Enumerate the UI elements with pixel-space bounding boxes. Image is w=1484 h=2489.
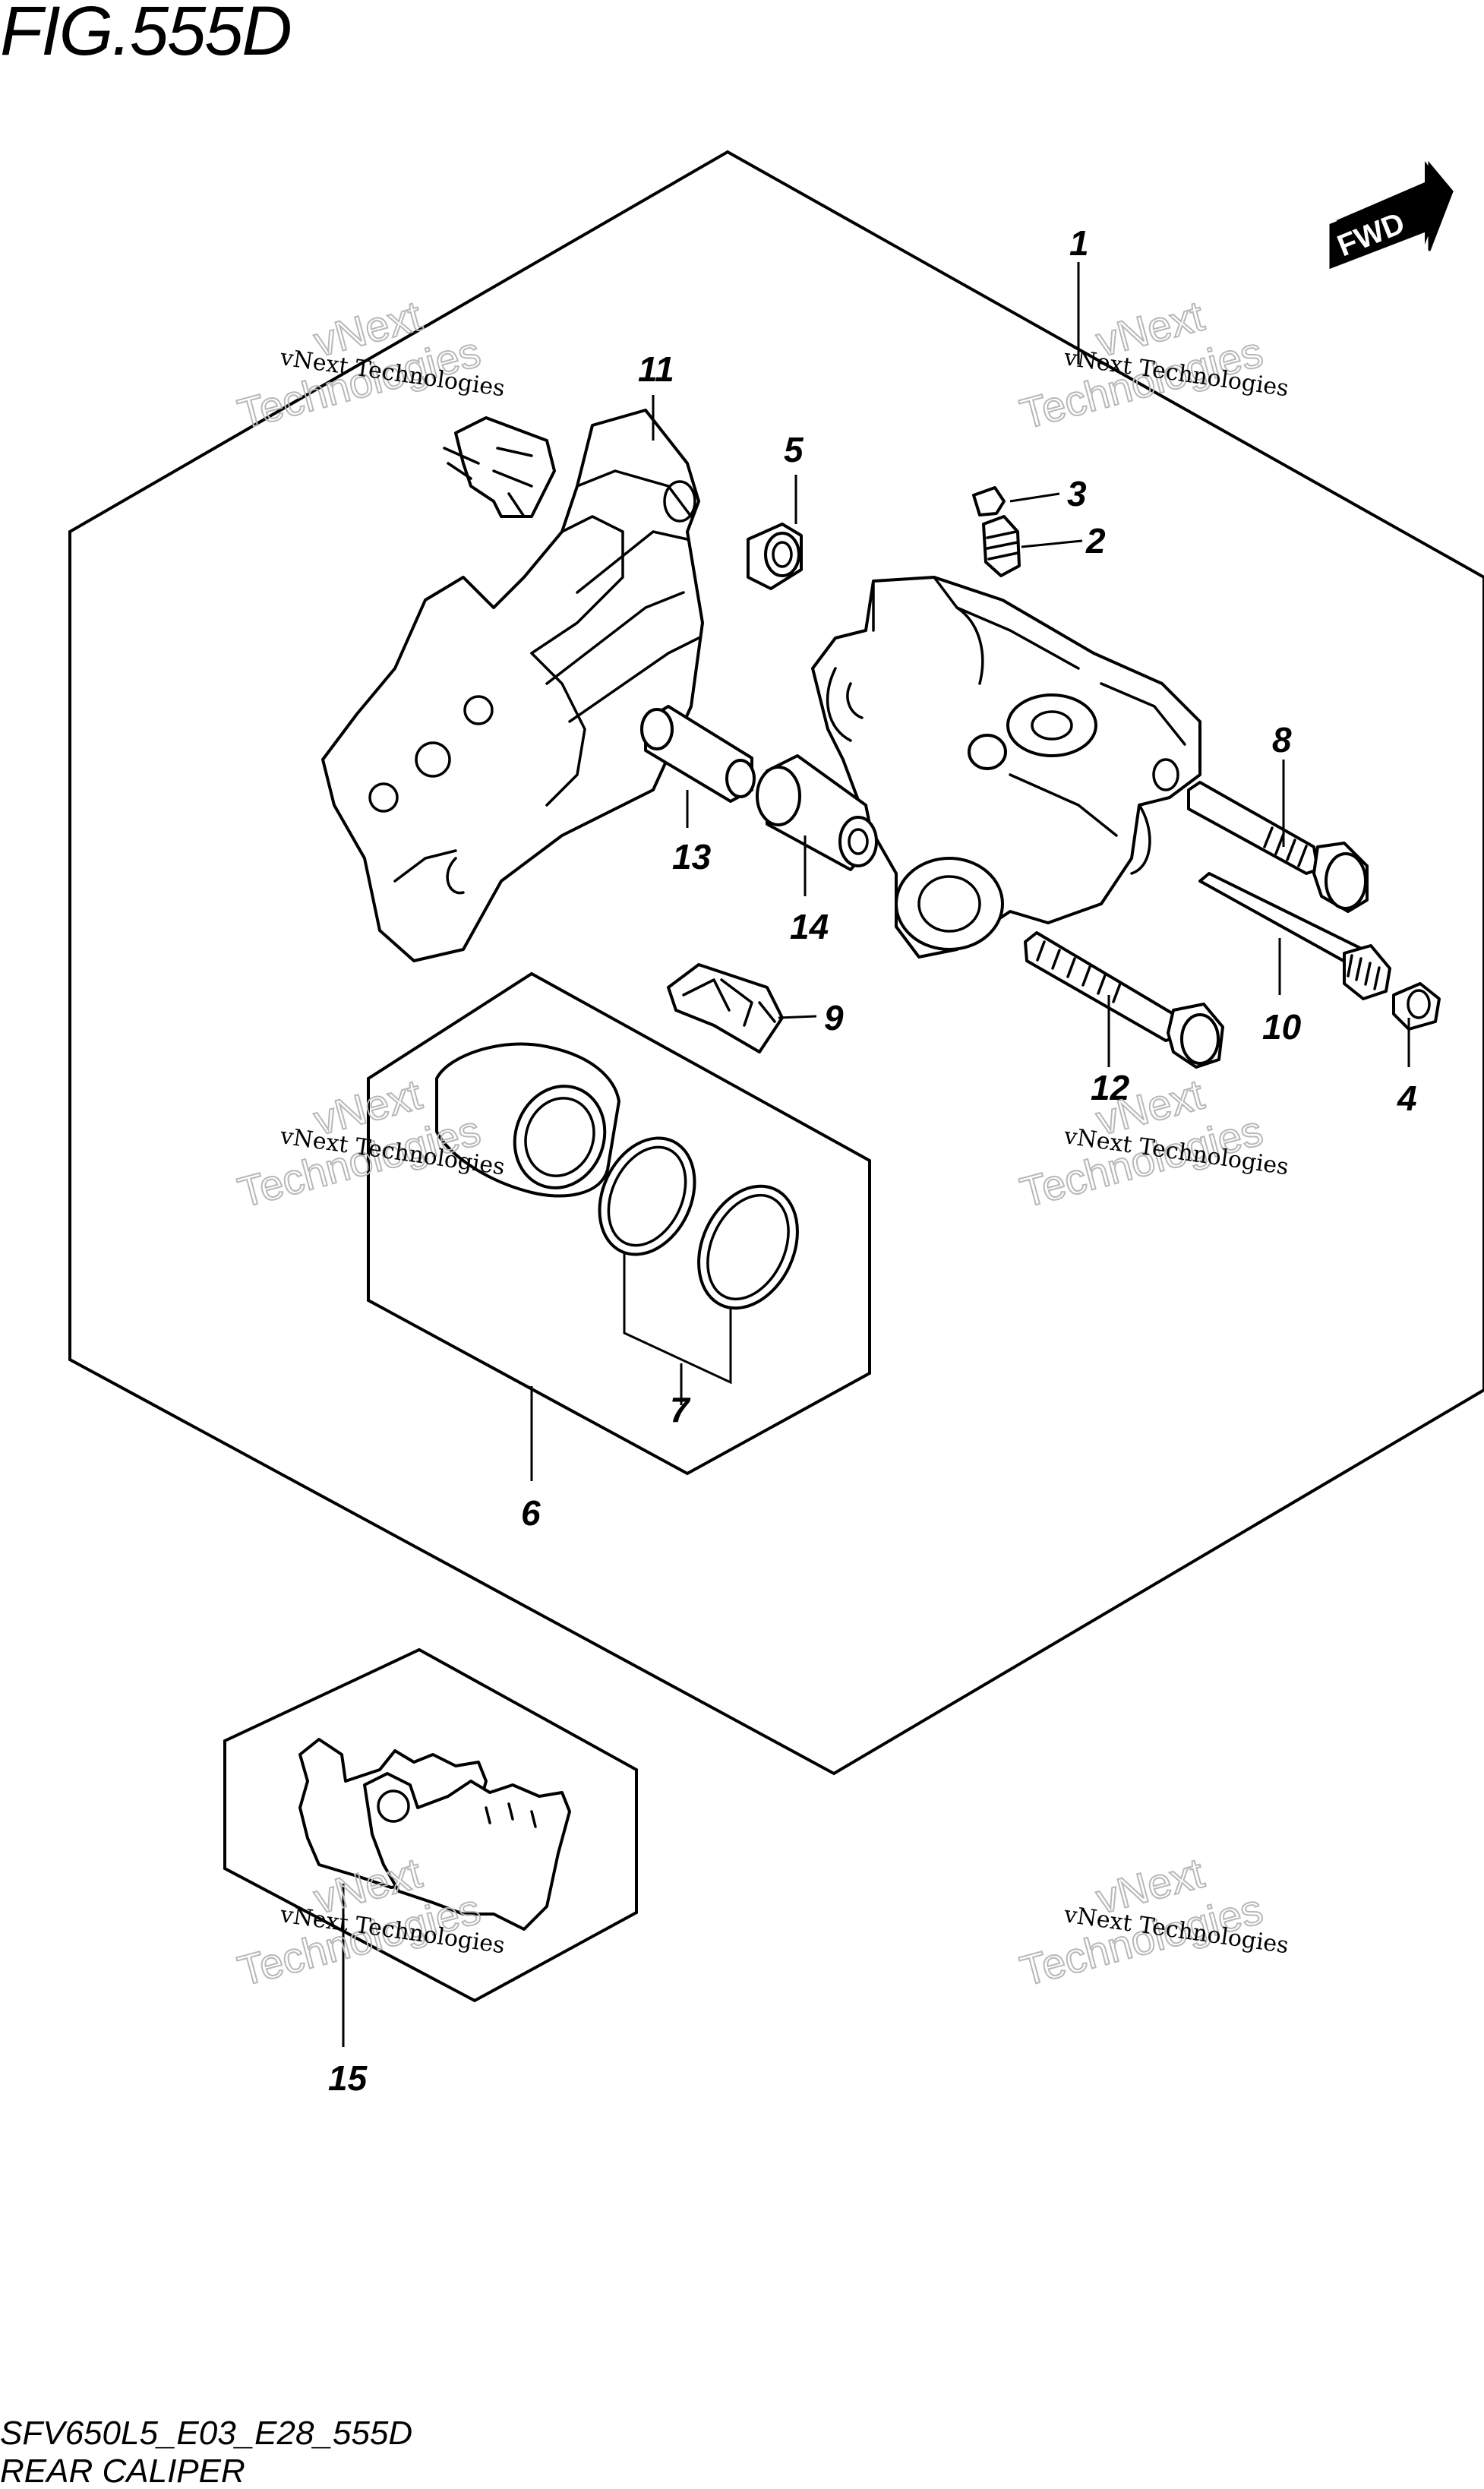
pad-spring-clip-part [443, 416, 556, 518]
bleeder-cap-part [972, 486, 1006, 516]
sleeve-boot-part [756, 754, 878, 871]
pin-bolt-part-10 [1198, 872, 1391, 1000]
caliper-bracket-part [321, 409, 704, 962]
watermark-top-left: vNext Technologies vNext Technologies [232, 291, 507, 439]
callout-9: 9 [824, 998, 844, 1038]
fwd-arrow-icon: FWD [1329, 160, 1454, 270]
callout-15: 15 [328, 2058, 368, 2098]
piston-part [435, 1042, 620, 1198]
pad-spring-part [667, 963, 784, 1053]
callout-6: 6 [521, 1493, 541, 1533]
watermark-bottom-right: vNext Technologies vNext Technologies [1015, 1848, 1290, 1996]
boot-part [747, 523, 803, 590]
bleeder-valve-part [982, 515, 1021, 577]
sleeve-part [640, 705, 756, 803]
piston-seal-part [598, 1136, 696, 1256]
dust-seal-part [697, 1184, 799, 1310]
plug-part [1392, 982, 1441, 1031]
figure-name: REAR CALIPER [0, 2453, 245, 2489]
callout-5: 5 [784, 430, 804, 469]
callout-11: 11 [638, 349, 674, 389]
leader-lines [342, 262, 1410, 2047]
brake-pad-frame [223, 1647, 638, 2003]
bolt-part-8 [1187, 781, 1369, 913]
callout-12: 12 [1091, 1068, 1130, 1107]
callout-1: 1 [1069, 223, 1089, 263]
callout-10: 10 [1262, 1007, 1302, 1047]
watermark-top-right: vNext Technologies vNext Technologies [1015, 291, 1290, 439]
callout-13: 13 [672, 837, 712, 877]
callout-2: 2 [1085, 521, 1106, 561]
callout-14: 14 [790, 907, 829, 946]
watermark-middle-right: vNext Technologies vNext Technologies [1015, 1069, 1290, 1218]
piston-kit-frame [367, 971, 871, 1476]
callout-7: 7 [670, 1390, 691, 1429]
figure-title: FIG.555D [0, 0, 291, 70]
callout-labels: 1 2 3 4 5 6 7 8 9 10 11 12 13 14 15 [328, 223, 1417, 2098]
callout-8: 8 [1272, 720, 1292, 760]
figure-code: SFV650L5_E03_E28_555D [0, 2415, 412, 2452]
callout-4: 4 [1397, 1079, 1417, 1118]
assembly-frame [68, 150, 1484, 1776]
bolt-part-12 [1024, 931, 1224, 1069]
callout-3: 3 [1067, 474, 1087, 513]
caliper-body-part [811, 576, 1201, 959]
brake-pad-set-part [298, 1738, 571, 1931]
